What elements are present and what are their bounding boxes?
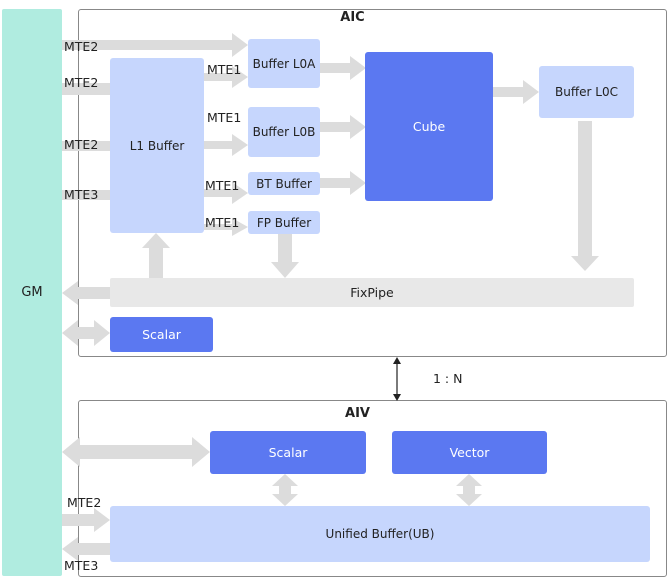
aiv-vector: Vector [392, 431, 547, 474]
label-mte2-b: MTE2 [64, 137, 99, 152]
aiv-title: AIV [345, 406, 370, 421]
aiv-scalar: Scalar [210, 431, 366, 474]
gm-block: GM [2, 9, 62, 576]
aic-scalar: Scalar [110, 317, 213, 352]
label-mte1-l0a: MTE1 [207, 62, 242, 77]
buffer-l0c: Buffer L0C [539, 66, 634, 118]
bt-buffer: BT Buffer [248, 172, 320, 195]
fixpipe: FixPipe [110, 278, 634, 307]
ratio-label: 1 : N [433, 371, 463, 386]
unified-buffer: Unified Buffer(UB) [110, 506, 650, 562]
label-aiv-mte3: MTE3 [64, 558, 99, 573]
buffer-l0a: Buffer L0A [248, 39, 320, 88]
fp-buffer: FP Buffer [248, 211, 320, 234]
label-mte2-a: MTE2 [64, 75, 99, 90]
cube: Cube [365, 52, 493, 201]
label-mte1-l0b: MTE1 [207, 110, 242, 125]
buffer-l0b: Buffer L0B [248, 107, 320, 157]
l1-buffer: L1 Buffer [110, 58, 204, 233]
label-mte3: MTE3 [64, 187, 99, 202]
label-mte2-top: MTE2 [64, 39, 99, 54]
label-mte1-bt: MTE1 [205, 178, 240, 193]
aic-title: AIC [340, 10, 365, 25]
gm-label: GM [21, 285, 43, 300]
aic-aiv-connector [393, 357, 401, 401]
label-mte1-fp: MTE1 [205, 215, 240, 230]
label-aiv-mte2: MTE2 [67, 495, 102, 510]
